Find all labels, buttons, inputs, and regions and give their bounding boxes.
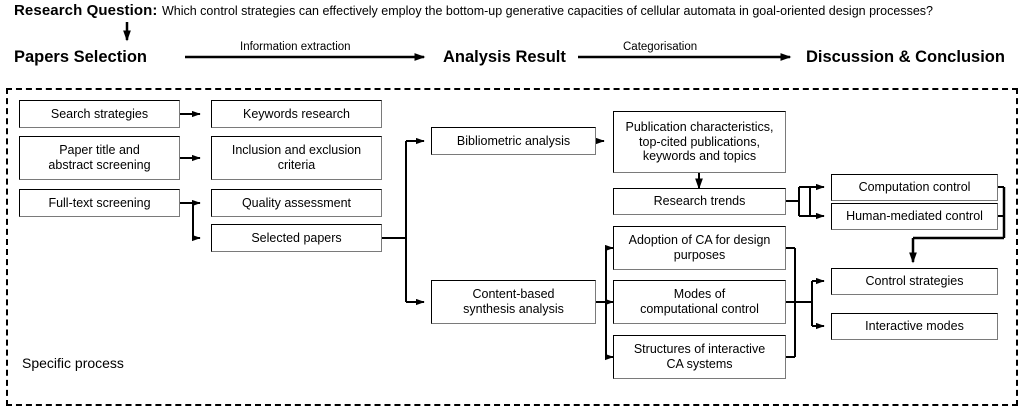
specific-process-caption: Specific process — [22, 355, 124, 371]
edge-label-information-extraction: Information extraction — [240, 41, 351, 53]
research-question-text: Which control strategies can effectively… — [161, 4, 933, 18]
stage-title-papers-selection: Papers Selection — [14, 48, 147, 66]
stage-title-discussion-conclusion: Discussion & Conclusion — [806, 48, 1005, 66]
node-quality-assessment[interactable]: Quality assessment — [211, 189, 382, 217]
node-selected-papers[interactable]: Selected papers — [211, 224, 382, 252]
node-human-mediated-control[interactable]: Human-mediated control — [831, 203, 998, 230]
node-publication-characteristics[interactable]: Publication characteristics,top-cited pu… — [613, 111, 786, 173]
research-question: Research Question: Which control strateg… — [14, 2, 933, 20]
specific-process-container — [6, 88, 1018, 406]
node-search-strategies[interactable]: Search strategies — [19, 100, 180, 128]
node-keywords-research[interactable]: Keywords research — [211, 100, 382, 128]
stage-title-analysis-result: Analysis Result — [443, 48, 566, 66]
node-bibliometric-analysis[interactable]: Bibliometric analysis — [431, 127, 596, 155]
node-research-trends[interactable]: Research trends — [613, 188, 786, 215]
node-control-strategies[interactable]: Control strategies — [831, 268, 998, 295]
research-question-label: Research Question: — [14, 2, 158, 19]
edge-label-categorisation: Categorisation — [623, 41, 698, 53]
node-full-text-screening[interactable]: Full-text screening — [19, 189, 180, 217]
node-interactive-modes[interactable]: Interactive modes — [831, 313, 998, 340]
node-computation-control[interactable]: Computation control — [831, 174, 998, 201]
